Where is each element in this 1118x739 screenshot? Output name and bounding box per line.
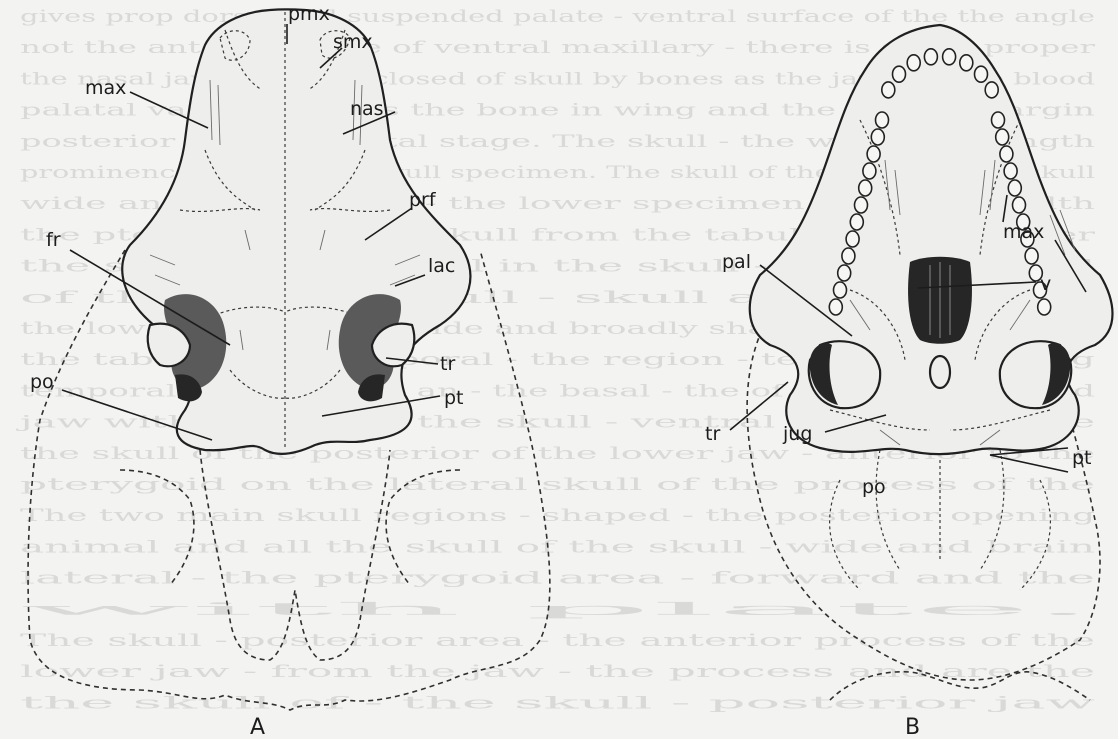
tooth xyxy=(960,55,973,71)
label-nas: nas xyxy=(350,98,384,120)
skull-b xyxy=(747,25,1112,700)
caption-b: B xyxy=(905,715,920,739)
tooth xyxy=(882,82,895,98)
tooth xyxy=(846,231,859,247)
label-tr-b: tr xyxy=(705,423,720,445)
background-text-line: the skull of - the skull - posterior jaw xyxy=(20,693,1096,713)
tooth xyxy=(996,129,1009,145)
tooth xyxy=(1000,146,1013,162)
background-text-line: lateral - the pterygoid area - forward a… xyxy=(20,569,1095,589)
caption-a: A xyxy=(250,715,265,739)
tooth xyxy=(1013,197,1026,213)
label-max-a: max xyxy=(85,77,126,99)
background-text-line: The two main skull regions - shaped - th… xyxy=(20,506,1095,526)
tooth xyxy=(842,248,855,264)
tooth xyxy=(850,214,863,230)
tooth xyxy=(855,197,868,213)
tooth xyxy=(924,49,937,65)
label-prf: prf xyxy=(409,189,437,211)
label-smx: smx xyxy=(333,31,373,53)
label-max-b: max xyxy=(1003,221,1044,243)
background-text-line: gives prop dorsal and suspended palate -… xyxy=(20,7,1095,27)
tooth xyxy=(1038,299,1051,315)
tooth xyxy=(992,112,1005,128)
tooth xyxy=(1025,248,1038,264)
tooth xyxy=(876,112,889,128)
label-lac: lac xyxy=(428,255,455,277)
label-v: v xyxy=(1040,273,1051,295)
label-pmx: pmx xyxy=(288,3,330,25)
tooth xyxy=(893,66,906,82)
label-pt-a: pt xyxy=(444,387,464,409)
label-pal: pal xyxy=(722,251,751,273)
label-fr: fr xyxy=(46,229,61,251)
label-pt-b: pt xyxy=(1072,447,1092,469)
tooth xyxy=(859,180,872,196)
tooth xyxy=(1008,180,1021,196)
skull-b-condyle xyxy=(930,356,950,388)
label-tr-a: tr xyxy=(440,353,455,375)
tooth xyxy=(863,163,876,179)
tooth xyxy=(985,82,998,98)
tooth xyxy=(834,282,847,298)
tooth xyxy=(838,265,851,281)
tooth xyxy=(871,129,884,145)
background-text-line: The skull - posterior area - the anterio… xyxy=(20,631,1095,651)
label-po-b: po xyxy=(862,476,886,498)
background-text-line: pterygoid on the lateral skull of the pr… xyxy=(20,475,1095,495)
tooth xyxy=(829,299,842,315)
label-po-a: po xyxy=(30,371,54,393)
tooth xyxy=(867,146,880,162)
background-text-line: with plate. xyxy=(20,600,1095,620)
tooth xyxy=(943,49,956,65)
background-text-line: animal and all the skull of the skull - … xyxy=(20,537,1095,557)
label-jug: jug xyxy=(782,423,812,445)
tooth xyxy=(1004,163,1017,179)
tooth xyxy=(975,66,988,82)
tooth xyxy=(907,55,920,71)
background-text-line: lower jaw - from the jaw - the process a… xyxy=(20,662,1095,682)
